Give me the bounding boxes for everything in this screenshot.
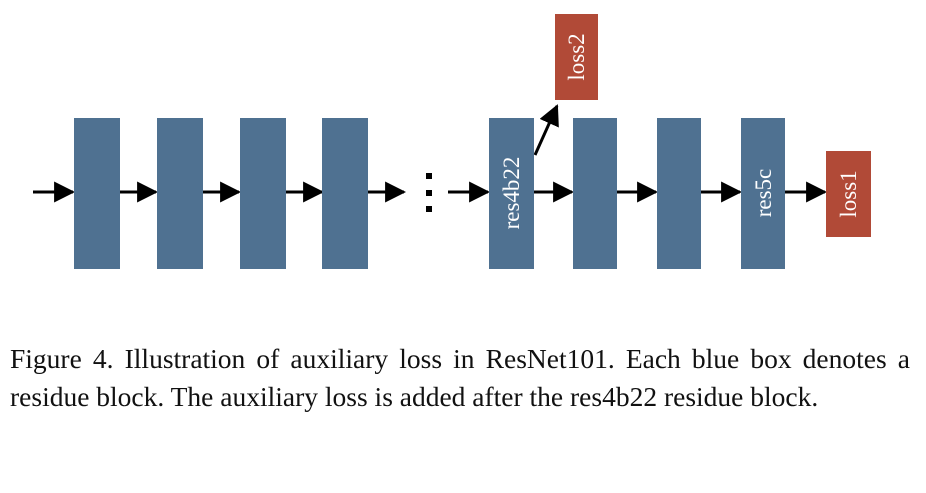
ellipsis-dots <box>426 173 432 212</box>
residue-block <box>157 118 203 269</box>
residue-blocks <box>74 118 785 269</box>
res4b22-label: res4b22 <box>499 157 524 230</box>
residue-block <box>573 118 617 269</box>
loss2-label: loss2 <box>564 33 589 80</box>
figure-caption: Figure 4. Illustration of auxiliary loss… <box>10 343 910 412</box>
network-diagram: res4b22 res5c loss2 loss1 <box>33 14 871 269</box>
res5c-label: res5c <box>751 169 776 218</box>
residue-block <box>322 118 368 269</box>
loss2-box <box>555 14 598 100</box>
residue-block <box>74 118 120 269</box>
loss1-label: loss1 <box>836 170 861 217</box>
auxiliary-arrow <box>533 104 559 156</box>
flow-arrows <box>33 104 828 203</box>
residue-block <box>240 118 286 269</box>
residue-block-res5c <box>741 118 785 269</box>
residue-block-res4b22 <box>489 118 534 269</box>
residue-block <box>657 118 701 269</box>
loss1-box <box>826 151 871 237</box>
